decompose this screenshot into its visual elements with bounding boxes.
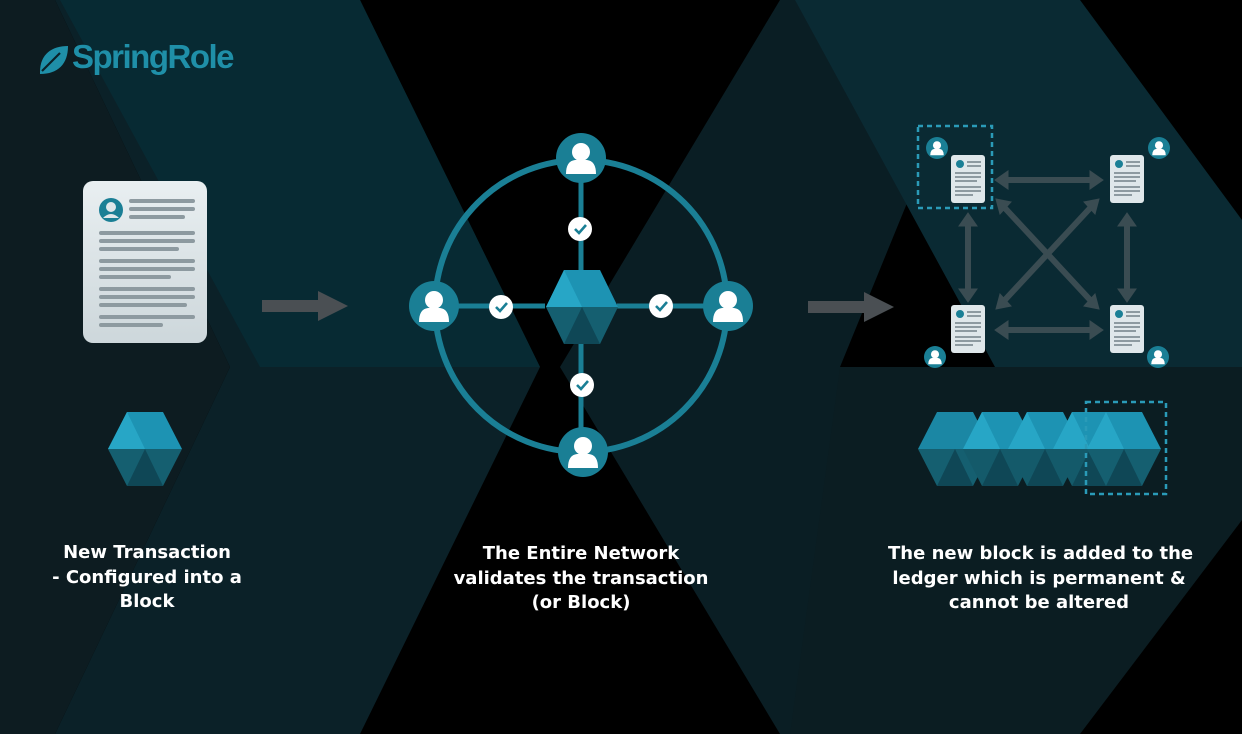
ledger-document-icon bbox=[1110, 155, 1144, 203]
check-icon-left bbox=[489, 295, 513, 319]
document-icon bbox=[83, 181, 207, 343]
ledger-document-icon bbox=[951, 305, 985, 353]
highlight-dashed-box bbox=[916, 124, 994, 210]
user-icon-bottom bbox=[558, 427, 608, 477]
ledger-document-icon bbox=[1110, 305, 1144, 353]
user-icon-right bbox=[703, 281, 753, 331]
step-2-caption-line: (or Block) bbox=[531, 592, 631, 613]
springrole-leaf-icon bbox=[40, 46, 68, 74]
step-3-caption: The new block is added to the ledger whi… bbox=[888, 542, 1194, 616]
step-1-caption-line: Block bbox=[119, 591, 175, 612]
ledger-document-icon bbox=[951, 155, 985, 203]
step-2-caption-line: validates the transaction bbox=[453, 567, 709, 589]
step-2-caption-line: The Entire Network bbox=[482, 543, 680, 564]
step-3-caption-line: cannot be altered bbox=[948, 592, 1130, 613]
center-block-cube-icon bbox=[546, 270, 618, 344]
step-1-caption-line: - Configured into a bbox=[52, 566, 242, 588]
bg-panel-0 bbox=[0, 0, 230, 734]
step-3-caption-line: The new block is added to the bbox=[888, 543, 1194, 564]
block-cube-icon bbox=[108, 412, 182, 486]
user-icon bbox=[1147, 346, 1169, 368]
check-icon-right bbox=[649, 294, 673, 318]
check-icon-bottom bbox=[570, 373, 594, 397]
block-chain-icon bbox=[918, 400, 1168, 496]
bg-panel-1-top bbox=[60, 0, 540, 367]
user-icon bbox=[1148, 137, 1170, 159]
user-icon-left bbox=[409, 281, 459, 331]
bg-panel-3-top bbox=[795, 0, 1242, 367]
step-1-caption-line: New Transaction bbox=[63, 542, 231, 563]
new-block-dashed-box bbox=[1084, 400, 1168, 496]
check-icon-top bbox=[568, 217, 592, 241]
arrow-right-icon bbox=[808, 292, 894, 322]
new-block-cube-icon bbox=[1087, 412, 1161, 486]
user-icon bbox=[924, 346, 946, 368]
springrole-logo: SpringRole bbox=[72, 38, 235, 75]
distributed-ledger-icon bbox=[916, 124, 1170, 368]
user-icon-top bbox=[556, 133, 606, 183]
network-validation-icon bbox=[409, 133, 753, 477]
step-1-caption: New Transaction - Configured into a Bloc… bbox=[30, 541, 264, 615]
arrow-right-icon bbox=[262, 291, 348, 321]
user-icon bbox=[926, 137, 948, 159]
step-3-caption-line: ledger which is permanent & bbox=[892, 567, 1186, 589]
step-2-caption: The Entire Network validates the transac… bbox=[440, 542, 722, 616]
